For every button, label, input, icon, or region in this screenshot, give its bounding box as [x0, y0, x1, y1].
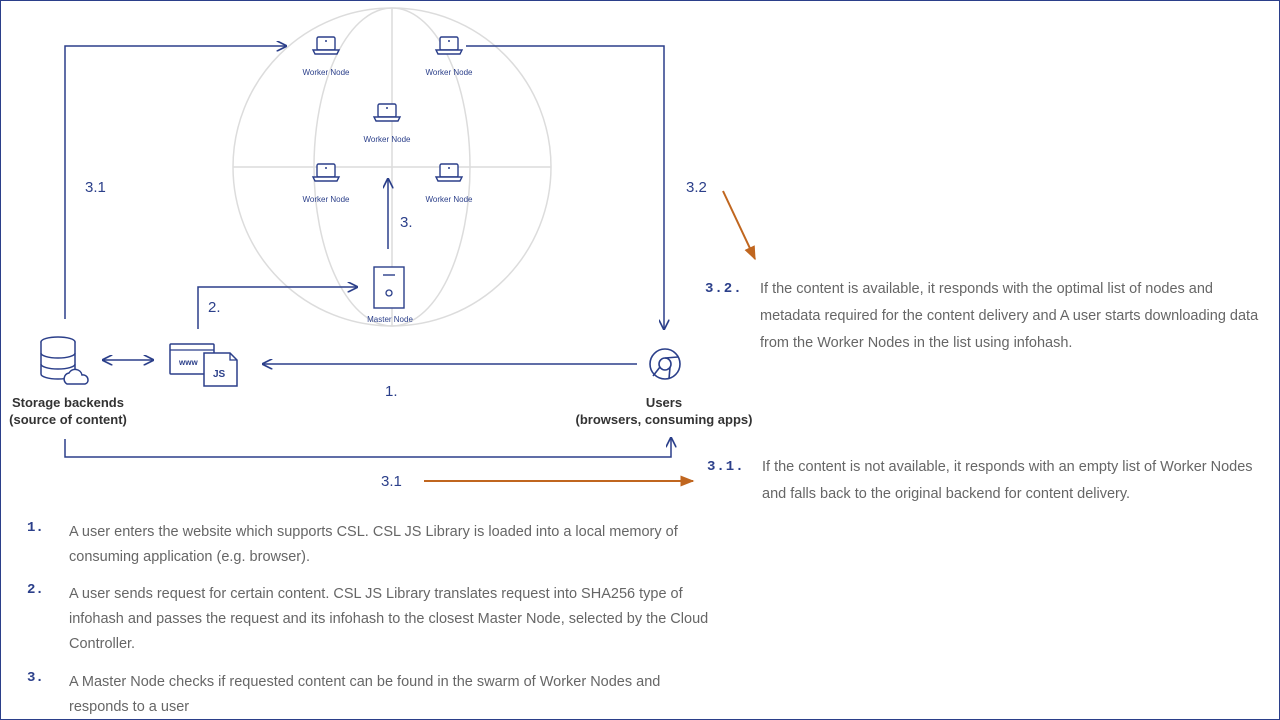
storage-database-icon — [40, 336, 89, 385]
worker-node-3-label: Worker Node — [363, 135, 411, 144]
annotation-arrow-3-2 — [722, 190, 756, 261]
step-3-1-bottom-label: 3.1 — [381, 473, 402, 490]
step-3-1-left-label: 3.1 — [85, 179, 106, 196]
arrow-3-1-storage-to-workers — [64, 46, 286, 319]
step-3-2-label: 3.2 — [686, 179, 707, 196]
worker-node-5-label: Worker Node — [425, 195, 473, 204]
note-3-1-text: If the content is not available, it resp… — [762, 459, 1253, 502]
note-3-2-text: If the content is available, it responds… — [760, 281, 1259, 351]
master-node-label: Master Node — [367, 315, 413, 324]
chrome-browser-icon — [649, 348, 681, 380]
storage-label-line2: (source of content) — [9, 412, 127, 427]
users-label-line2: (browsers, consuming apps) — [575, 412, 753, 427]
worker-swarm-globe — [232, 7, 552, 327]
worker-node-4-label: Worker Node — [302, 195, 350, 204]
master-node-server-icon — [373, 266, 405, 309]
js-icon-text: JS — [213, 369, 226, 380]
worker-node-3-icon — [373, 103, 401, 122]
users-label-line1: Users — [645, 395, 683, 410]
step-3-label: 3. — [400, 214, 413, 231]
list-item-2-text: A user sends request for certain content… — [69, 586, 709, 652]
list-item-1-text: A user enters the website which supports… — [69, 524, 678, 565]
www-icon-text: www — [178, 358, 198, 367]
storage-label-line1: Storage backends — [11, 395, 124, 410]
worker-node-5-icon — [435, 163, 463, 182]
list-item-3-text: A Master Node checks if requested conten… — [69, 674, 661, 715]
worker-node-2-icon — [435, 36, 463, 55]
worker-node-1-icon — [312, 36, 340, 55]
list-item-2-number: 2. — [27, 582, 44, 598]
users-label: Users (browsers, consuming apps) — [576, 394, 753, 428]
worker-node-4-icon — [312, 163, 340, 182]
worker-node-2-label: Worker Node — [425, 68, 473, 77]
worker-node-1-label: Worker Node — [302, 68, 350, 77]
arrow-3-2-workers-to-users — [466, 45, 664, 329]
list-item-3-number: 3. — [27, 670, 44, 686]
website-files-icon: www JS — [169, 343, 238, 387]
storage-backends-label: Storage backends (source of content) — [9, 394, 127, 428]
arrow-3-1-storage-to-users — [64, 438, 671, 458]
step-1-label: 1. — [385, 383, 398, 400]
note-3-2-number: 3.2. — [705, 281, 743, 297]
list-item-1-number: 1. — [27, 520, 44, 536]
arrow-2-website-to-master — [197, 287, 357, 329]
note-3-1-number: 3.1. — [707, 459, 745, 475]
step-2-label: 2. — [208, 299, 221, 316]
